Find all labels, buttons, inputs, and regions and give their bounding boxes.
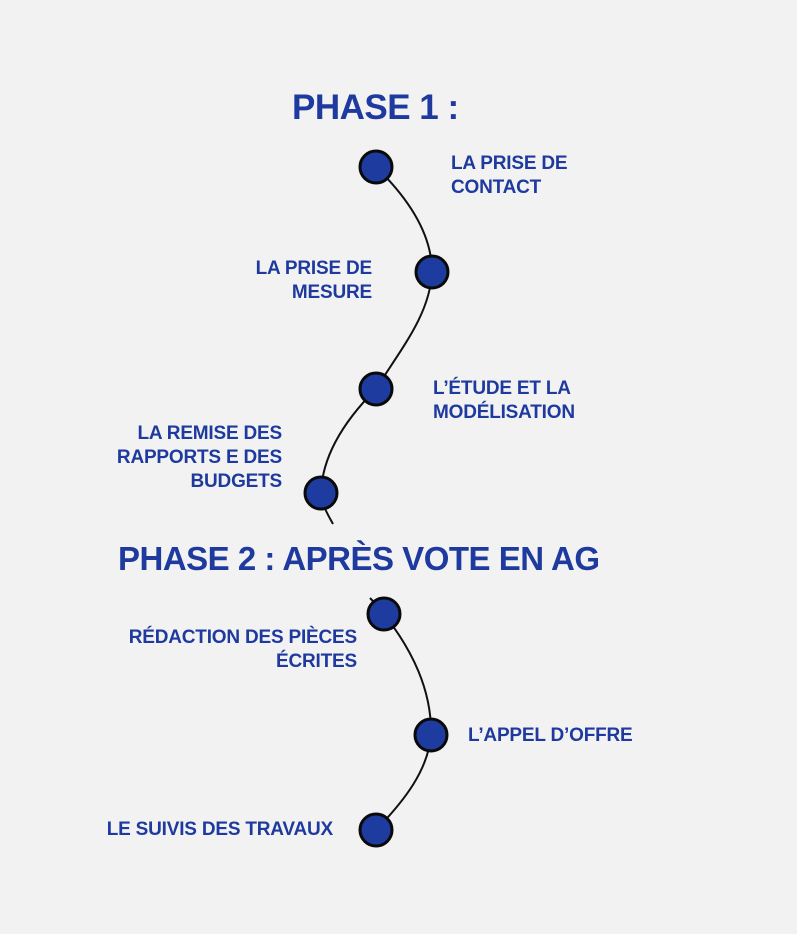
node-suivi-travaux [358,812,394,848]
phase2-title: PHASE 2 : APRÈS VOTE EN AG [118,540,600,577]
step-label-prise-de-mesure: LA PRISE DE MESURE [255,258,373,303]
node-remise-rapports [303,475,339,511]
step-label-prise-de-contact: LA PRISE DE CONTACT [451,153,568,198]
step-label-suivi-travaux: LE SUIVIS DES TRAVAUX [106,819,333,840]
node-prise-de-contact [358,149,394,185]
connector-phase1-2-3 [375,271,433,390]
step-label-redaction-pieces: RÉDACTION DES PIÈCES ÉCRITES [128,627,357,672]
connector-phase1-3-4 [320,388,377,494]
connector-phase1-1-2 [375,166,433,273]
node-appel-offre [413,717,449,753]
node-etude-modelisation [358,371,394,407]
step-label-appel-offre: L’APPEL D’OFFRE [468,725,633,746]
node-prise-de-mesure [414,254,450,290]
connector-phase2-1-2 [383,613,433,736]
node-redaction-pieces [366,596,402,632]
step-label-remise-rapports: LA REMISE DES RAPPORTS E DES BUDGETS [116,423,282,492]
phase1-title: PHASE 1 : [292,88,459,127]
step-label-etude-modelisation: L’ÉTUDE ET LA MODÉLISATION [433,378,575,423]
